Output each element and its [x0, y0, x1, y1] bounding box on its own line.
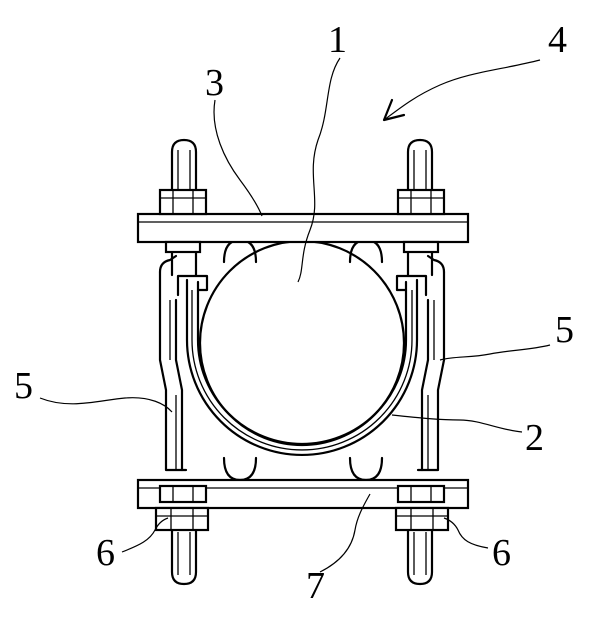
label-nut-right: 6	[492, 532, 511, 574]
label-side-strap-right: 5	[555, 309, 574, 351]
label-nut-left: 6	[96, 532, 115, 574]
upper-plate	[138, 214, 468, 242]
lower-right-nuts	[396, 486, 448, 530]
reference-numerals: 1 4 3 5 5 2 6 6 7	[14, 19, 574, 607]
label-assembly: 4	[548, 19, 567, 61]
label-side-strap-left: 5	[14, 365, 33, 407]
left-side-strap	[160, 256, 186, 470]
lower-pads	[224, 458, 382, 480]
label-pipe: 1	[328, 19, 347, 61]
label-u-bolt: 2	[525, 417, 544, 459]
right-side-strap	[418, 256, 444, 470]
label-lower-plate: 7	[306, 565, 325, 607]
u-bolt-saddle	[178, 276, 426, 455]
label-upper-plate: 3	[205, 62, 224, 104]
lower-left-nuts	[156, 486, 208, 530]
